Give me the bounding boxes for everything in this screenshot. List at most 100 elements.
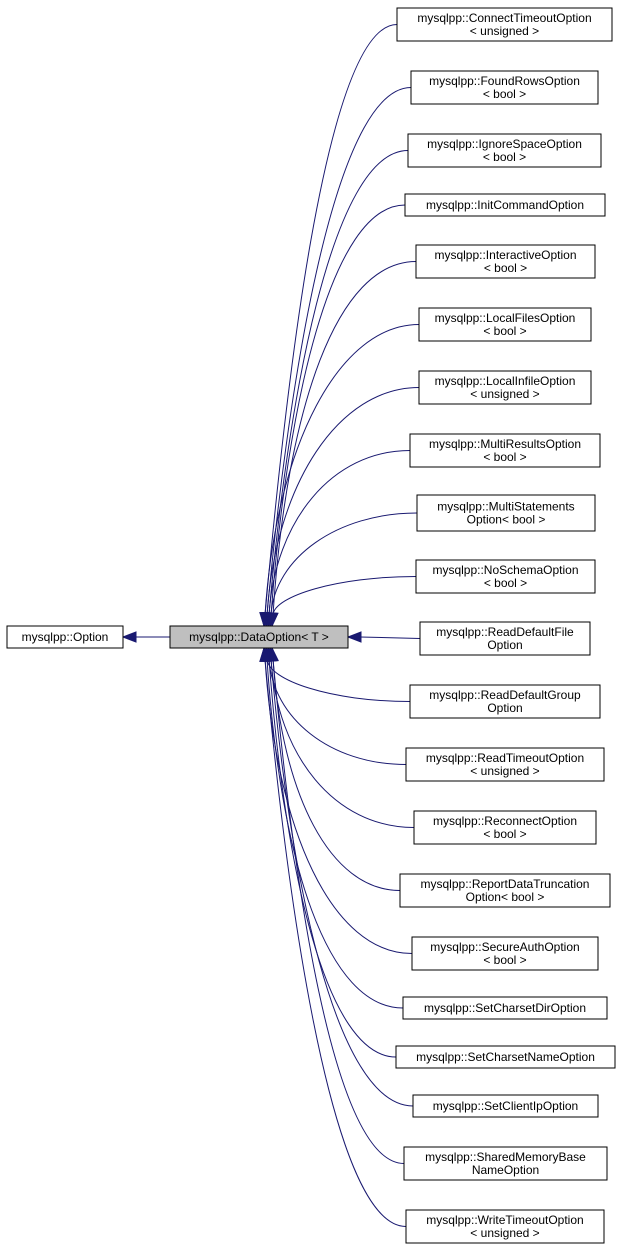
- class-node-box: [405, 1209, 605, 1244]
- class-name-line: mysqlpp::InteractiveOption: [434, 248, 576, 262]
- inheritance-edge: [264, 658, 407, 1227]
- inheritance-edge: [264, 24, 398, 616]
- class-name-line: mysqlpp::ReadTimeoutOption: [426, 751, 584, 765]
- class-node-connect-timeout[interactable]: mysqlpp::ConnectTimeoutOption< unsigned …: [396, 7, 613, 42]
- inheritance-edge: [266, 387, 420, 616]
- class-name-line: mysqlpp::WriteTimeoutOption: [426, 1213, 583, 1227]
- class-node-read-timeout[interactable]: mysqlpp::ReadTimeoutOption< unsigned >: [405, 747, 605, 782]
- class-node-box: [169, 625, 349, 649]
- class-name-line: mysqlpp::LocalFilesOption: [435, 311, 576, 325]
- class-node-box: [412, 1094, 599, 1118]
- class-node-box: [418, 370, 592, 405]
- class-name-line: mysqlpp::ConnectTimeoutOption: [417, 11, 591, 25]
- inheritance-edge: [268, 150, 409, 616]
- inheritance-edge: [268, 658, 407, 765]
- class-name-line: < bool >: [483, 450, 526, 464]
- class-node-box: [415, 244, 596, 279]
- class-node-no-schema[interactable]: mysqlpp::NoSchemaOption< bool >: [415, 559, 596, 594]
- class-name-line: < bool >: [483, 827, 526, 841]
- inheritance-edges: [121, 24, 421, 1227]
- inheritance-arrowhead: [121, 631, 137, 643]
- inheritance-edge: [270, 204, 406, 616]
- class-node-box: [6, 625, 124, 649]
- class-name-line: mysqlpp::MultiStatements: [437, 500, 574, 514]
- class-name-line: Option: [487, 638, 522, 652]
- class-node-box: [409, 433, 601, 468]
- inheritance-edge: [272, 658, 405, 1164]
- class-name-line: < bool >: [484, 576, 527, 590]
- class-name-line: mysqlpp::ReadDefaultGroup: [429, 688, 581, 702]
- inheritance-arrowhead: [346, 631, 362, 643]
- inheritance-edge: [268, 658, 397, 1058]
- class-node-multi-results[interactable]: mysqlpp::MultiResultsOption< bool >: [409, 433, 601, 468]
- inheritance-arrowhead: [259, 646, 271, 662]
- class-node-box: [418, 307, 592, 342]
- inheritance-edge: [266, 87, 412, 616]
- inheritance-edge: [268, 450, 411, 616]
- class-name-line: NameOption: [472, 1163, 539, 1177]
- class-name-line: < bool >: [484, 261, 527, 275]
- class-node-box: [395, 1045, 616, 1069]
- class-node-secure-auth[interactable]: mysqlpp::SecureAuthOption< bool >: [411, 936, 599, 971]
- inheritance-edge: [270, 658, 414, 1107]
- class-name-line: < unsigned >: [470, 24, 539, 38]
- class-node-set-client-ip[interactable]: mysqlpp::SetClientIpOption: [412, 1094, 599, 1118]
- inheritance-arrowhead: [267, 646, 279, 662]
- class-name-line: Option< bool >: [467, 513, 546, 527]
- class-node-local-infile[interactable]: mysqlpp::LocalInfileOption< unsigned >: [418, 370, 592, 405]
- class-node-box: [419, 621, 591, 656]
- class-name-line: mysqlpp::DataOption< T >: [189, 630, 329, 644]
- inheritance-edge: [270, 658, 415, 828]
- class-name-line: < bool >: [483, 87, 526, 101]
- class-name-line: < unsigned >: [470, 1226, 539, 1240]
- inheritance-edge: [264, 324, 420, 616]
- class-name-line: < bool >: [483, 324, 526, 338]
- class-name-line: mysqlpp::SetCharsetNameOption: [416, 1050, 595, 1064]
- inheritance-edge: [272, 576, 417, 616]
- class-name-line: mysqlpp::SetCharsetDirOption: [424, 1001, 586, 1015]
- class-node-write-timeout[interactable]: mysqlpp::WriteTimeoutOption< unsigned >: [405, 1209, 605, 1244]
- class-name-line: mysqlpp::SecureAuthOption: [430, 940, 579, 954]
- class-name-line: mysqlpp::ReconnectOption: [433, 814, 577, 828]
- class-name-line: mysqlpp::FoundRowsOption: [429, 74, 580, 88]
- class-node-box: [411, 936, 599, 971]
- class-node-box: [405, 747, 605, 782]
- class-node-box: [410, 70, 599, 105]
- inheritance-edge: [270, 512, 418, 616]
- inheritance-edge: [359, 636, 421, 639]
- class-node-interactive[interactable]: mysqlpp::InteractiveOption< bool >: [415, 244, 596, 279]
- class-node-box: [415, 559, 596, 594]
- class-node-init-command[interactable]: mysqlpp::InitCommandOption: [404, 193, 606, 217]
- class-name-line: Option: [487, 701, 522, 715]
- class-name-line: Option< bool >: [466, 890, 545, 904]
- inheritance-edge: [272, 261, 417, 616]
- class-name-line: < bool >: [483, 953, 526, 967]
- class-node-dataoption[interactable]: mysqlpp::DataOption< T >: [169, 625, 349, 649]
- class-node-ignore-space[interactable]: mysqlpp::IgnoreSpaceOption< bool >: [407, 133, 602, 168]
- class-node-reconnect[interactable]: mysqlpp::ReconnectOption< bool >: [413, 810, 597, 845]
- class-name-line: mysqlpp::ReportDataTruncation: [421, 877, 590, 891]
- class-node-local-files[interactable]: mysqlpp::LocalFilesOption< bool >: [418, 307, 592, 342]
- class-node-set-charset-name[interactable]: mysqlpp::SetCharsetNameOption: [395, 1045, 616, 1069]
- class-node-found-rows[interactable]: mysqlpp::FoundRowsOption< bool >: [410, 70, 599, 105]
- class-name-line: mysqlpp::IgnoreSpaceOption: [427, 137, 582, 151]
- class-name-line: mysqlpp::MultiResultsOption: [429, 437, 581, 451]
- class-node-box: [402, 996, 608, 1020]
- class-name-line: mysqlpp::InitCommandOption: [426, 198, 584, 212]
- inheritance-edge: [264, 658, 413, 954]
- class-node-box: [404, 193, 606, 217]
- class-node-box: [407, 133, 602, 168]
- class-node-set-charset-dir[interactable]: mysqlpp::SetCharsetDirOption: [402, 996, 608, 1020]
- class-node-box: [416, 494, 596, 532]
- class-name-line: mysqlpp::LocalInfileOption: [435, 374, 576, 388]
- class-node-box: [399, 873, 611, 908]
- class-name-line: mysqlpp::ReadDefaultFile: [436, 625, 574, 639]
- class-node-option[interactable]: mysqlpp::Option: [6, 625, 124, 649]
- class-name-line: mysqlpp::SetClientIpOption: [433, 1099, 578, 1113]
